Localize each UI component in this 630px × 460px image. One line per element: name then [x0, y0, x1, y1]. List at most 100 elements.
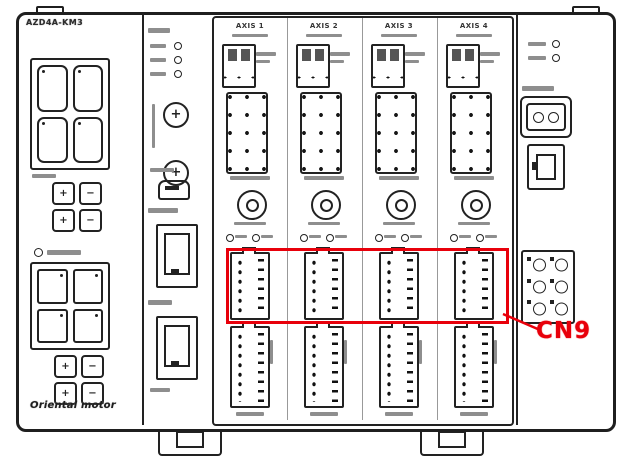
power-terminal-cover — [37, 308, 68, 343]
terminal-slots — [482, 259, 488, 314]
keypad-upper: + − + − — [52, 182, 102, 232]
rotary-knob — [311, 190, 341, 220]
rj45-jack — [164, 325, 190, 367]
connector-pins — [373, 74, 403, 81]
panel-divider-left — [142, 13, 144, 425]
illegible-label — [480, 60, 494, 63]
illegible-label — [310, 412, 338, 416]
illegible-label — [330, 60, 344, 63]
illegible-label — [494, 340, 497, 364]
terminal-slots — [332, 333, 338, 402]
illegible-label — [150, 72, 166, 76]
rotary-knob — [237, 190, 267, 220]
illegible-label — [270, 340, 273, 364]
panel-divider-right — [516, 13, 518, 425]
aux-connector-slot — [532, 154, 556, 180]
status-led — [326, 234, 334, 242]
display-segment — [37, 65, 68, 112]
status-led — [226, 234, 234, 242]
illegible-label — [385, 412, 413, 416]
illegible-label — [381, 34, 417, 37]
illegible-label — [330, 52, 350, 56]
terminal-slots — [407, 259, 413, 314]
illegible-label — [528, 42, 546, 46]
status-led — [252, 234, 260, 242]
illegible-label — [309, 235, 321, 238]
connector-lever — [390, 49, 399, 61]
illegible-label — [459, 235, 471, 238]
key-button: + — [52, 182, 75, 205]
illegible-label — [306, 34, 342, 37]
network-port-lower — [156, 316, 198, 380]
din-foot-right-slot — [438, 431, 466, 448]
key-button: − — [79, 209, 102, 232]
illegible-label — [335, 235, 347, 238]
terminal-slots — [482, 333, 488, 402]
motor-connector — [226, 92, 268, 174]
key-button: − — [81, 355, 104, 378]
illegible-label — [47, 250, 81, 255]
status-led — [174, 56, 182, 64]
illegible-label — [419, 340, 422, 364]
illegible-label — [32, 174, 56, 178]
illegible-label — [236, 412, 264, 416]
illegible-label — [308, 222, 340, 225]
illegible-label — [150, 58, 166, 62]
axis-column-1: AXIS 1 — [216, 22, 284, 422]
mini-usb-port — [158, 180, 190, 200]
axis-slot-divider-1 — [287, 18, 288, 420]
power-inlet-connector — [520, 96, 572, 138]
status-led — [552, 40, 560, 48]
key-button: − — [79, 182, 102, 205]
illegible-label — [410, 235, 422, 238]
terminal-slots — [258, 333, 264, 402]
terminal-pins — [236, 258, 244, 314]
status-led — [476, 234, 484, 242]
model-label: AZD4A-KM3 — [26, 18, 84, 27]
status-led — [450, 234, 458, 242]
illegible-label — [234, 222, 266, 225]
aux-connector — [527, 144, 565, 190]
illegible-label — [405, 52, 425, 56]
illegible-label — [480, 52, 500, 56]
io-terminal — [230, 321, 270, 408]
terminal-pole — [549, 278, 570, 297]
connector-pins — [298, 74, 328, 81]
illegible-label — [261, 235, 273, 238]
motor-connector — [450, 92, 492, 174]
status-led — [375, 234, 383, 242]
power-led — [34, 248, 43, 257]
power-terminal-cover — [72, 269, 103, 304]
terminal-slots — [407, 333, 413, 402]
motor-connector — [300, 92, 342, 174]
connector-lever — [241, 49, 250, 61]
status-led — [552, 54, 560, 62]
id-rotary-switch-upper — [163, 102, 189, 128]
axis-column-3: AXIS 3 — [365, 22, 433, 422]
connector-lever — [302, 49, 311, 61]
illegible-label — [485, 235, 497, 238]
illegible-label — [460, 412, 488, 416]
terminal-pins — [236, 332, 244, 402]
illegible-label — [230, 176, 270, 180]
axis-column-2: AXIS 2 — [290, 22, 358, 422]
rotary-knob — [386, 190, 416, 220]
sensor-connector — [446, 44, 480, 88]
key-button: + — [54, 382, 77, 405]
inlet-pin — [548, 111, 560, 123]
key-button: − — [81, 382, 104, 405]
axis-section-frame — [212, 16, 514, 426]
illegible-label — [379, 176, 419, 180]
terminal-pins — [310, 258, 318, 314]
illegible-label — [152, 104, 155, 148]
power-terminal-cover — [72, 308, 103, 343]
status-led — [174, 42, 182, 50]
axis-header: AXIS 2 — [309, 22, 339, 30]
sensor-connector — [296, 44, 330, 88]
illegible-label — [235, 235, 247, 238]
illegible-label — [528, 56, 546, 60]
terminal-pole — [549, 299, 570, 318]
connector-lever — [228, 49, 237, 61]
key-button: + — [52, 209, 75, 232]
connector-lever — [465, 49, 474, 61]
